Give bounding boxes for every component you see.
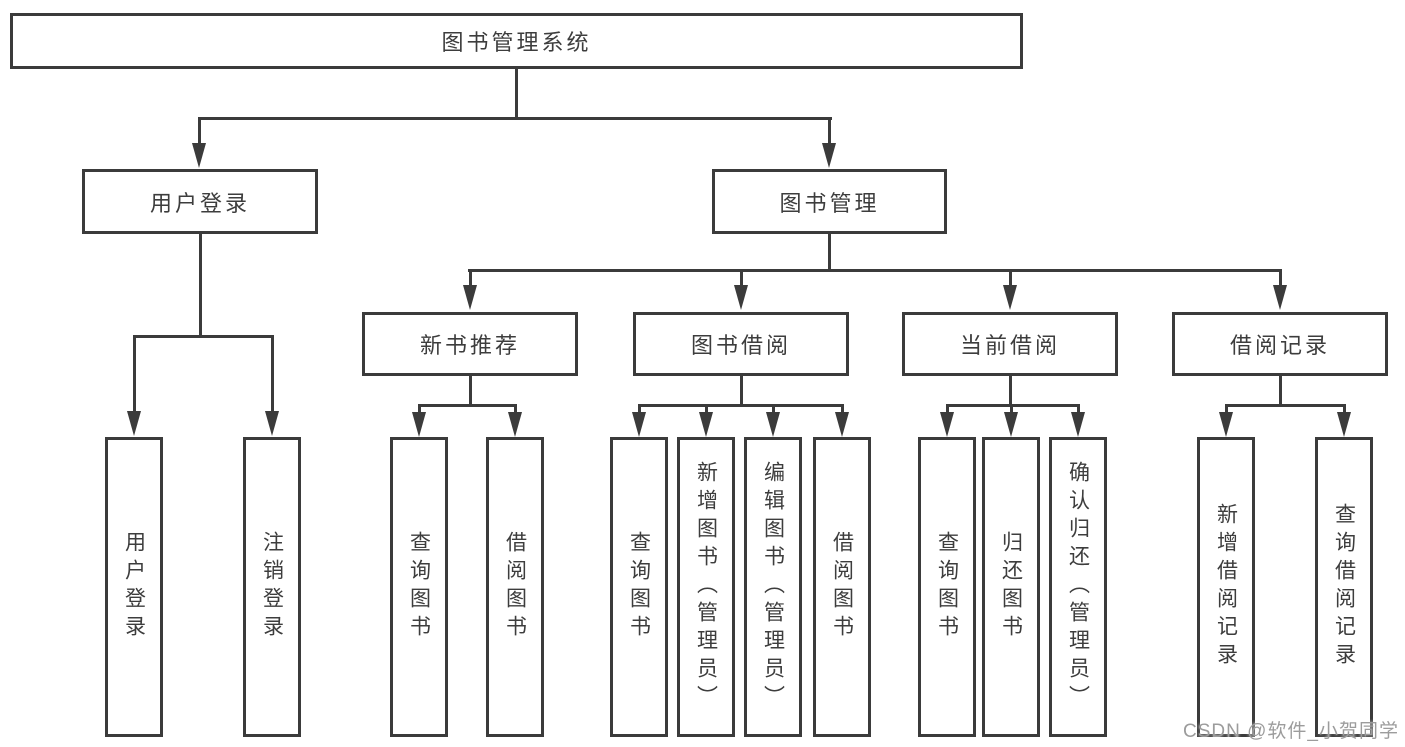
node-book-borrowing-label: 图书借阅 [690, 333, 791, 358]
arrow-down-leaf-query2-icon [632, 412, 646, 437]
connector-leaf-borrow2-shaft [841, 404, 844, 415]
node-user-login: 用户登录 [82, 169, 318, 234]
node-current-borrowing: 当前借阅 [902, 312, 1118, 376]
leaf-return-books: 归还图书 [982, 437, 1040, 737]
leaf-borrow-books-recommend-label: 借阅图书 [503, 531, 527, 643]
arrow-down-new-book-icon [463, 285, 477, 310]
connector-level3-rail [468, 269, 1282, 272]
connector-borrowing-records-stub [1279, 376, 1282, 407]
leaf-borrow-books-recommend: 借阅图书 [486, 437, 544, 737]
arrow-down-current-borrowing-icon [1003, 285, 1017, 310]
connector-leaf-query1-shaft [418, 404, 421, 415]
leaf-query-books-recommend-label: 查询图书 [407, 531, 431, 643]
node-book-management-label: 图书管理 [779, 190, 880, 216]
leaf-logout-login: 注销登录 [243, 437, 301, 737]
node-current-borrowing-label: 当前借阅 [959, 333, 1060, 358]
connector-leaf-return-shaft [1010, 404, 1013, 415]
node-library-system-label: 图书管理系统 [441, 30, 592, 55]
leaf-query-books-borrowing-label: 查询图书 [627, 531, 651, 643]
leaf-query-borrow-record-label: 查询借阅记录 [1332, 503, 1356, 671]
node-borrowing-records: 借阅记录 [1172, 312, 1388, 376]
connector-leaf-query3-shaft [946, 404, 949, 415]
connector-user-login-shaft [198, 117, 201, 145]
connector-user-login-rail [133, 335, 274, 338]
leaf-query-books-borrowing: 查询图书 [610, 437, 668, 737]
leaf-borrow-books-borrowing-label: 借阅图书 [830, 531, 854, 643]
arrow-down-user-login-icon [192, 143, 206, 168]
leaf-borrow-books-borrowing: 借阅图书 [813, 437, 871, 737]
connector-book-management-stub [828, 234, 831, 271]
connector-new-book-stub [469, 376, 472, 407]
connector-leaf-user-login-shaft [133, 335, 136, 413]
connector-borrowing-records-rail [1225, 404, 1346, 407]
leaf-logout-login-label: 注销登录 [260, 531, 284, 643]
connector-leaf-logout-shaft [271, 335, 274, 413]
arrow-down-leaf-borrow1-icon [508, 412, 522, 437]
connector-level2-rail [198, 117, 832, 120]
leaf-confirm-return-admin-label: 确认归还（管理员） [1066, 461, 1090, 713]
leaf-add-borrow-record-label: 新增借阅记录 [1214, 503, 1238, 671]
arrow-down-leaf-logout-icon [265, 411, 279, 436]
leaf-query-books-current-label: 查询图书 [935, 531, 959, 643]
connector-leaf-add-book-shaft [705, 404, 708, 415]
connector-leaf-confirm-return-shaft [1077, 404, 1080, 415]
connector-current-borrowing-stub [1009, 376, 1012, 407]
arrow-down-leaf-query-record-icon [1337, 412, 1351, 437]
connector-root-stub [515, 69, 518, 120]
node-borrowing-records-label: 借阅记录 [1229, 333, 1330, 358]
arrow-down-leaf-return-icon [1004, 412, 1018, 437]
node-new-book-recommendation: 新书推荐 [362, 312, 578, 376]
node-book-management: 图书管理 [712, 169, 947, 234]
leaf-user-login-label: 用户登录 [122, 531, 146, 643]
leaf-query-borrow-record: 查询借阅记录 [1315, 437, 1373, 737]
arrow-down-leaf-query3-icon [940, 412, 954, 437]
arrow-down-book-borrowing-icon [734, 285, 748, 310]
connector-user-login-stub [199, 234, 202, 338]
leaf-edit-books-admin: 编辑图书（管理员） [744, 437, 802, 737]
connector-book-borrowing-rail [638, 404, 844, 407]
watermark-csdn: CSDN @软件_小贺同学 [1183, 721, 1399, 742]
connector-leaf-query2-shaft [638, 404, 641, 415]
connector-leaf-borrow1-shaft [514, 404, 517, 415]
connector-new-book-shaft [469, 269, 472, 286]
connector-current-borrowing-shaft [1009, 269, 1012, 286]
leaf-query-books-recommend: 查询图书 [390, 437, 448, 737]
leaf-add-books-admin-label: 新增图书（管理员） [694, 461, 718, 713]
node-new-book-recommendation-label: 新书推荐 [419, 333, 520, 358]
leaf-query-books-current: 查询图书 [918, 437, 976, 737]
node-user-login-label: 用户登录 [149, 190, 250, 216]
arrow-down-leaf-confirm-return-icon [1071, 412, 1085, 437]
connector-new-book-rail [418, 404, 517, 407]
connector-book-borrowing-shaft [740, 269, 743, 286]
leaf-confirm-return-admin: 确认归还（管理员） [1049, 437, 1107, 737]
leaf-add-books-admin: 新增图书（管理员） [677, 437, 735, 737]
connector-leaf-edit-book-shaft [772, 404, 775, 415]
leaf-user-login: 用户登录 [105, 437, 163, 737]
arrow-down-leaf-add-book-icon [699, 412, 713, 437]
arrow-down-leaf-query1-icon [412, 412, 426, 437]
arrow-down-borrowing-records-icon [1273, 285, 1287, 310]
node-library-system: 图书管理系统 [10, 13, 1023, 69]
arrow-down-leaf-borrow2-icon [835, 412, 849, 437]
connector-leaf-add-record-shaft [1225, 404, 1228, 415]
arrow-down-leaf-add-record-icon [1219, 412, 1233, 437]
node-book-borrowing: 图书借阅 [633, 312, 849, 376]
leaf-add-borrow-record: 新增借阅记录 [1197, 437, 1255, 737]
leaf-edit-books-admin-label: 编辑图书（管理员） [761, 461, 785, 713]
connector-leaf-query-record-shaft [1343, 404, 1346, 415]
connector-borrowing-records-shaft [1279, 269, 1282, 286]
arrow-down-leaf-user-login-icon [127, 411, 141, 436]
arrow-down-book-management-icon [822, 143, 836, 168]
connector-book-management-shaft [828, 117, 831, 145]
arrow-down-leaf-edit-book-icon [766, 412, 780, 437]
leaf-return-books-label: 归还图书 [999, 531, 1023, 643]
connector-book-borrowing-stub [740, 376, 743, 407]
